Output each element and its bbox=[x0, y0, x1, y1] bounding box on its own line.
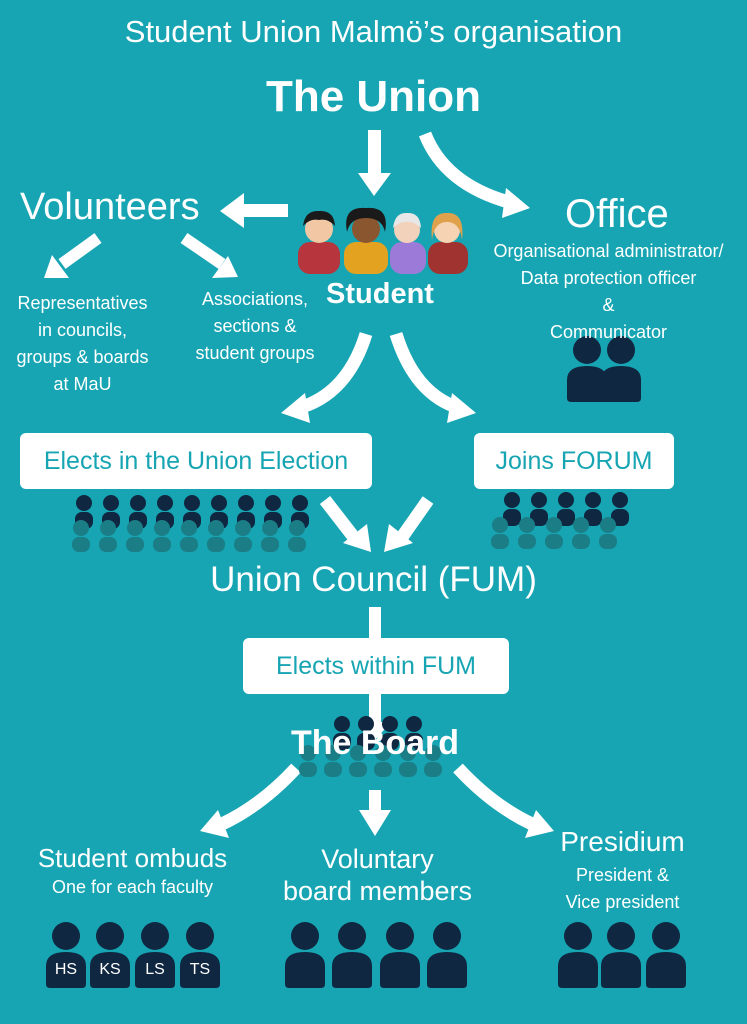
arrow-elect-council bbox=[319, 496, 371, 552]
student-label: Student bbox=[326, 278, 434, 310]
forum-crowd-icons bbox=[491, 492, 629, 549]
union-election-box: Elects in the Union Election bbox=[20, 433, 372, 489]
arrow-student-forum bbox=[389, 332, 476, 423]
arrow-board-voluntary bbox=[359, 790, 391, 836]
union-election-crowd-icons bbox=[72, 495, 309, 552]
presidium-icons bbox=[558, 922, 686, 988]
arrows bbox=[44, 130, 554, 838]
union-council-label: Union Council (FUM) bbox=[210, 560, 537, 599]
union-heading: The Union bbox=[265, 72, 482, 121]
representatives-text: Representatives in councils, groups & bo… bbox=[16, 293, 149, 394]
arrow-union-student bbox=[358, 130, 391, 196]
forum-box: Joins FORUM bbox=[474, 433, 674, 489]
arrow-council-fum bbox=[369, 607, 381, 642]
voluntary-board-icons bbox=[285, 922, 467, 988]
arrow-student-volunteers bbox=[220, 193, 288, 228]
arrow-student-elect bbox=[281, 332, 373, 423]
diagram-title: Student Union Malmö’s organisation bbox=[124, 14, 623, 49]
faculty-label-ts: TS bbox=[190, 961, 210, 978]
arrow-forum-council bbox=[384, 496, 434, 552]
volunteers-label: Volunteers bbox=[20, 186, 200, 228]
arrow-union-office bbox=[418, 131, 530, 218]
elects-within-fum-box: Elects within FUM bbox=[243, 638, 509, 694]
student-ombuds-label: Student ombuds bbox=[37, 843, 228, 873]
student-group-illustration bbox=[298, 207, 468, 274]
board-label: The Board bbox=[290, 724, 460, 762]
arrow-board-presidium bbox=[453, 763, 554, 838]
student-ombuds-sub: One for each faculty bbox=[51, 877, 214, 897]
associations-text: Associations, sections & student groups bbox=[195, 289, 315, 363]
arrow-volunteers-assoc bbox=[180, 233, 238, 278]
faculty-label-hs: HS bbox=[55, 961, 77, 978]
ombuds-icons bbox=[46, 922, 220, 988]
office-label: Office bbox=[565, 192, 669, 236]
faculty-label-ks: KS bbox=[99, 961, 120, 978]
voluntary-board-members-label: Voluntary board members bbox=[282, 844, 473, 906]
faculty-labels: HS KS LS TS bbox=[55, 961, 210, 978]
arrow-board-ombuds bbox=[200, 763, 301, 838]
arrow-volunteers-rep bbox=[44, 233, 102, 278]
presidium-sub: President & Vice president bbox=[565, 865, 680, 912]
presidium-label: Presidium bbox=[560, 826, 685, 857]
faculty-label-ls: LS bbox=[145, 961, 165, 978]
office-roles: Organisational administrator/ Data prote… bbox=[493, 241, 724, 342]
